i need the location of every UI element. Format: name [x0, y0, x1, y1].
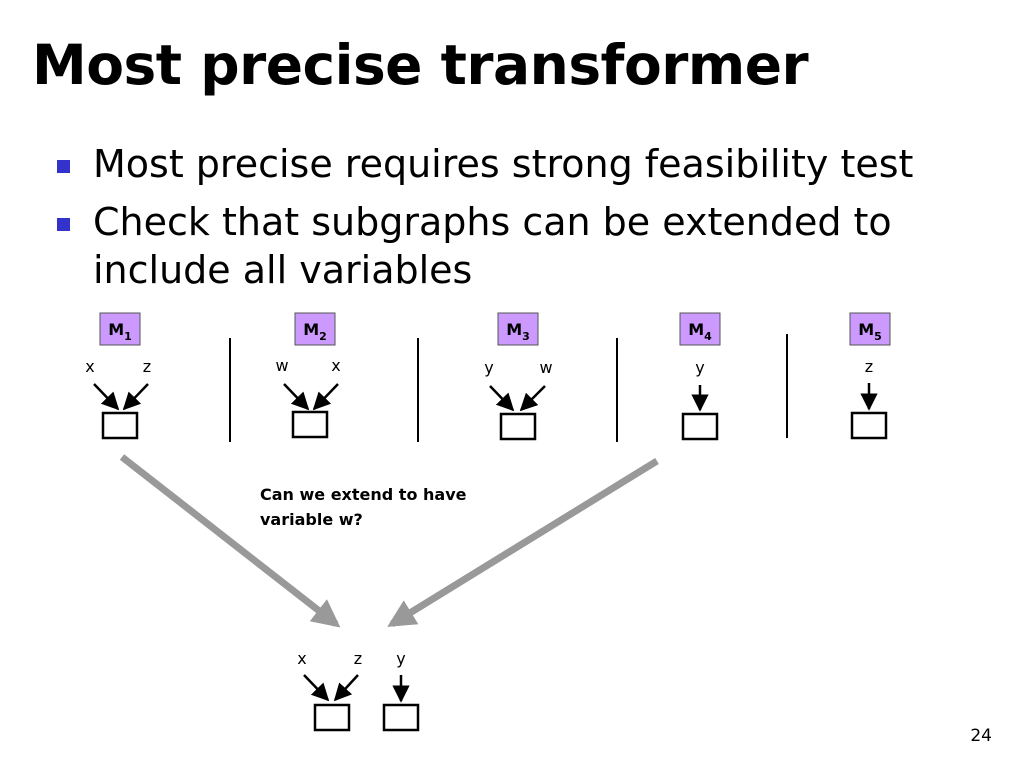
subgraph-label-box	[497, 312, 539, 346]
bullet-text: Check that subgraphs can be extended to …	[93, 200, 892, 292]
bullet-list: Most precise requires strong feasibility…	[55, 140, 995, 304]
subgraph-label: M3	[506, 320, 530, 343]
extension-question: Can we extend to have	[260, 485, 467, 504]
variable-label: x	[331, 356, 340, 375]
variable-label: y	[396, 649, 405, 668]
node-box	[850, 411, 888, 440]
edge-arrow	[312, 383, 339, 411]
subgraph-label-box	[99, 312, 141, 346]
extension-arrow	[387, 458, 659, 627]
square-bullet-icon	[57, 218, 70, 231]
bullet-text: Most precise requires strong feasibility…	[93, 142, 914, 186]
variable-label: z	[865, 357, 873, 376]
bullet-item: Most precise requires strong feasibility…	[55, 140, 995, 188]
edge-arrow	[283, 383, 310, 411]
subgraph-m3: M3 y w	[484, 312, 553, 441]
subgraph-m4: M4 y	[679, 312, 721, 441]
node-box	[499, 412, 537, 441]
edge-arrow	[489, 385, 515, 412]
combined-subgraph: x z y	[297, 649, 420, 732]
node-box	[313, 703, 351, 732]
node-box	[291, 410, 329, 439]
square-bullet-icon	[57, 160, 70, 173]
variable-label: z	[143, 357, 151, 376]
bullet-item: Check that subgraphs can be extended to …	[55, 198, 995, 294]
subgraph-m5: M5 z	[849, 312, 891, 440]
subgraph-label-box	[679, 312, 721, 346]
variable-label: y	[695, 358, 704, 377]
subgraph-label: M1	[108, 320, 132, 343]
subgraph-m2: M2 w x	[275, 312, 341, 439]
edge-arrow	[303, 674, 330, 702]
variable-label: y	[484, 358, 493, 377]
node-box	[382, 703, 420, 732]
subgraph-label: M2	[303, 320, 327, 343]
edge-arrow	[93, 383, 120, 411]
node-box	[101, 411, 139, 440]
variable-label: x	[85, 357, 94, 376]
subgraph-label: M5	[858, 320, 882, 343]
edge-arrow	[122, 383, 149, 411]
slide-title: Most precise transformer	[32, 33, 809, 97]
subgraph-label-box	[294, 312, 336, 346]
node-box	[681, 412, 719, 441]
extension-question: variable w?	[260, 510, 363, 529]
variable-label: w	[275, 356, 288, 375]
subgraph-label: M4	[688, 320, 712, 343]
variable-label: x	[297, 649, 306, 668]
extension-arrow	[119, 454, 341, 628]
edge-arrow	[333, 674, 359, 702]
edge-arrow	[519, 385, 546, 412]
page-number: 24	[970, 726, 992, 746]
variable-label: z	[354, 649, 362, 668]
variable-label: w	[539, 358, 552, 377]
subgraph-m1: M1 x z	[85, 312, 151, 440]
subgraph-label-box	[849, 312, 891, 346]
